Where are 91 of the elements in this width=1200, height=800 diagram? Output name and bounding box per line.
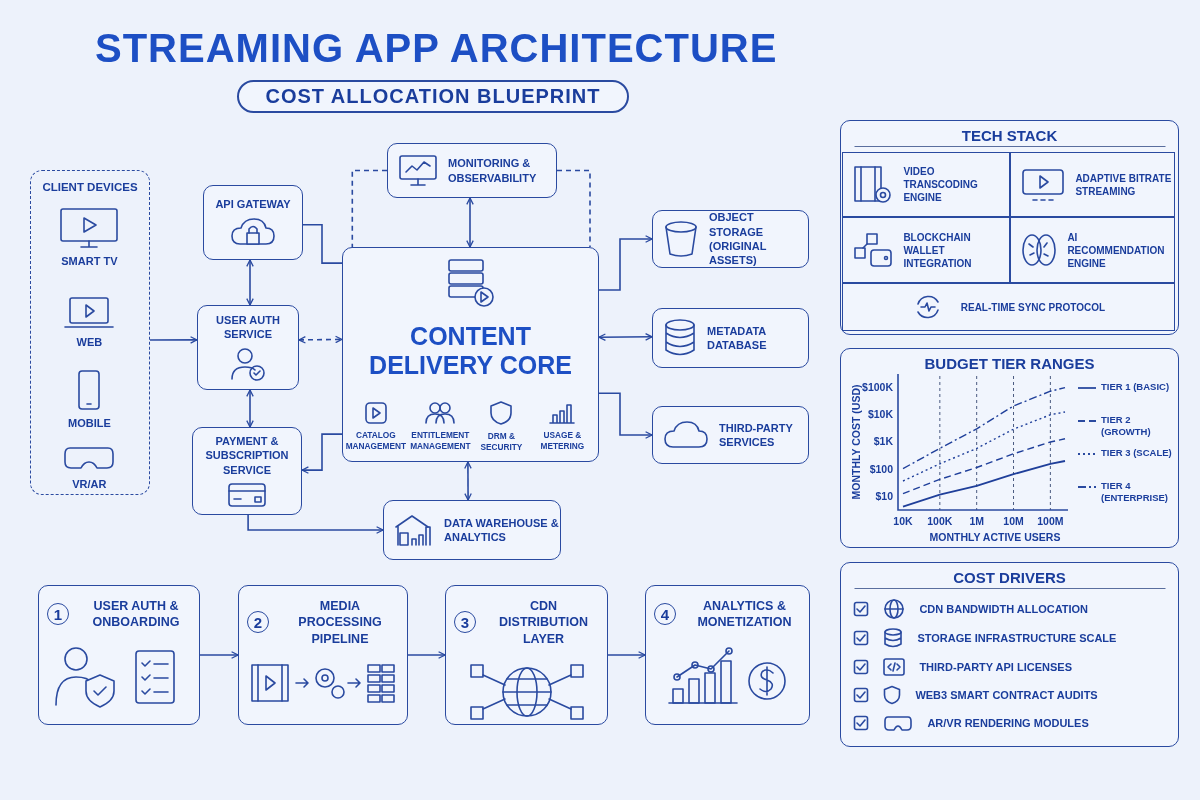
dashed-connector: [351, 169, 388, 248]
arrow: [407, 651, 446, 659]
subtitle-pill: COST ALLOCATION BLUEPRINT: [237, 80, 629, 113]
storage-box: [652, 406, 809, 464]
node-label: ENTITLEMENT MANAGEMENT: [409, 430, 472, 452]
arrow: [149, 336, 198, 344]
dashed-connector: [556, 169, 591, 248]
arrow: [466, 197, 474, 248]
node-label: WEB3 SMART CONTRACT AUDITS: [915, 688, 1098, 703]
node-label: AI RECOMMENDATION ENGINE: [1067, 230, 1166, 270]
node-label: CDN BANDWIDTH ALLOCATION: [919, 602, 1089, 617]
arrow: [464, 461, 472, 501]
legend-label: TIER 1 (BASIC): [1101, 381, 1171, 393]
node-label: THIRD-PARTY SERVICES: [719, 420, 794, 450]
core-box: [342, 247, 599, 462]
tech-cell: [842, 283, 1176, 332]
arrow: [301, 433, 343, 474]
group-title: CLIENT DEVICES: [42, 181, 138, 193]
legend-label: TIER 4 (ENTERPRISE): [1101, 480, 1170, 504]
node-label: REAL-TIME SYNC PROTOCOL: [960, 300, 1105, 314]
tick-label: 100K: [927, 515, 953, 527]
legend-label: TIER 2 (GROWTH): [1101, 414, 1152, 438]
node-label: MONITORING & OBSERVABILITY: [448, 156, 538, 185]
node-label: MOBILE: [68, 415, 111, 431]
axis-title: MONTHLY ACTIVE USERS: [929, 531, 1061, 543]
axis-title: MONTHLY COST (USD): [850, 384, 862, 500]
node-label: VR/AR: [72, 477, 107, 492]
step-title: MEDIA PROCESSING PIPELINE: [297, 598, 383, 647]
tick-label: 10K: [893, 515, 913, 527]
arrow: [598, 333, 653, 342]
tech-cell: [1010, 152, 1176, 218]
arrow: [246, 259, 254, 306]
tick-label: $100: [869, 462, 893, 475]
node-label: USER AUTH SERVICE: [215, 312, 281, 342]
node-label: USAGE & METERING: [539, 430, 586, 452]
tech-cell: [842, 217, 1011, 284]
group-title: COST DRIVERS: [854, 569, 1165, 589]
step-box: [445, 585, 608, 725]
tick-label: $10K: [867, 408, 893, 421]
step-box: [238, 585, 408, 725]
node-label: STORAGE INFRASTRUCTURE SCALE: [917, 631, 1117, 646]
tick-label: 100M: [1037, 515, 1064, 527]
legend-label: TIER 3 (SCALE): [1101, 447, 1173, 459]
panel-box: [840, 562, 1179, 747]
chart-panel: [840, 348, 1179, 548]
node-label: AR/VR RENDERING MODULES: [927, 716, 1089, 731]
dashed-group-box: [30, 170, 150, 495]
tick-label: $100K: [862, 380, 893, 393]
group-title: BUDGET TIER RANGES: [924, 355, 1095, 372]
node-label: CATALOG MANAGEMENT: [345, 430, 407, 452]
tick-label: $1K: [873, 435, 893, 448]
node-label: DRM & SECURITY: [479, 431, 524, 453]
service-box: [387, 143, 557, 198]
storage-box: [652, 308, 809, 368]
tech-cell: [842, 152, 1011, 218]
tech-cell: [1010, 217, 1176, 284]
node-label: API GATEWAY: [215, 196, 291, 212]
arrow: [598, 235, 653, 291]
arrow: [607, 651, 646, 659]
storage-box: [652, 210, 809, 268]
node-label: PAYMENT & SUBSCRIPTION SERVICE: [204, 434, 290, 477]
node-label: THIRD-PARTY API LICENSES: [919, 660, 1072, 675]
node-label: VIDEO TRANSCODING ENGINE: [903, 165, 979, 205]
service-box: [203, 185, 303, 260]
node-label: DATA WAREHOUSE & ANALYTICS: [444, 515, 560, 545]
service-box: [383, 500, 561, 560]
node-label: SMART TV: [61, 253, 118, 269]
arrow: [246, 389, 254, 428]
step-box: [38, 585, 200, 725]
step-title: USER AUTH & ONBOARDING: [91, 598, 181, 631]
tick-label: $10: [875, 489, 893, 502]
step-box: [645, 585, 810, 725]
tick-label: 10M: [1003, 515, 1024, 527]
arrow: [598, 392, 653, 439]
node-label: WEB: [76, 334, 103, 350]
panel-box: [840, 120, 1179, 335]
step-title: CDN DISTRIBUTION LAYER: [498, 598, 589, 647]
node-label: ADAPTIVE BITRATE STREAMING: [1075, 171, 1173, 198]
arrow: [199, 651, 239, 659]
dashed-connector: [298, 335, 343, 344]
node-label: METADATA DATABASE: [707, 323, 768, 353]
service-box: [197, 305, 299, 390]
tick-label: 1M: [969, 515, 984, 527]
node-label: BLOCKCHAIN WALLET INTEGRATION: [903, 230, 973, 270]
group-title: TECH STACK: [854, 127, 1165, 147]
step-title: ANALYTICS & MONETIZATION: [696, 598, 793, 631]
core-title: CONTENT DELIVERY CORE: [368, 322, 573, 380]
node-label: OBJECT STORAGE (ORIGINAL ASSETS): [709, 210, 768, 268]
diagram-title: STREAMING APP ARCHITECTURE: [95, 26, 778, 71]
arrow: [247, 514, 384, 534]
service-box: [192, 427, 302, 515]
